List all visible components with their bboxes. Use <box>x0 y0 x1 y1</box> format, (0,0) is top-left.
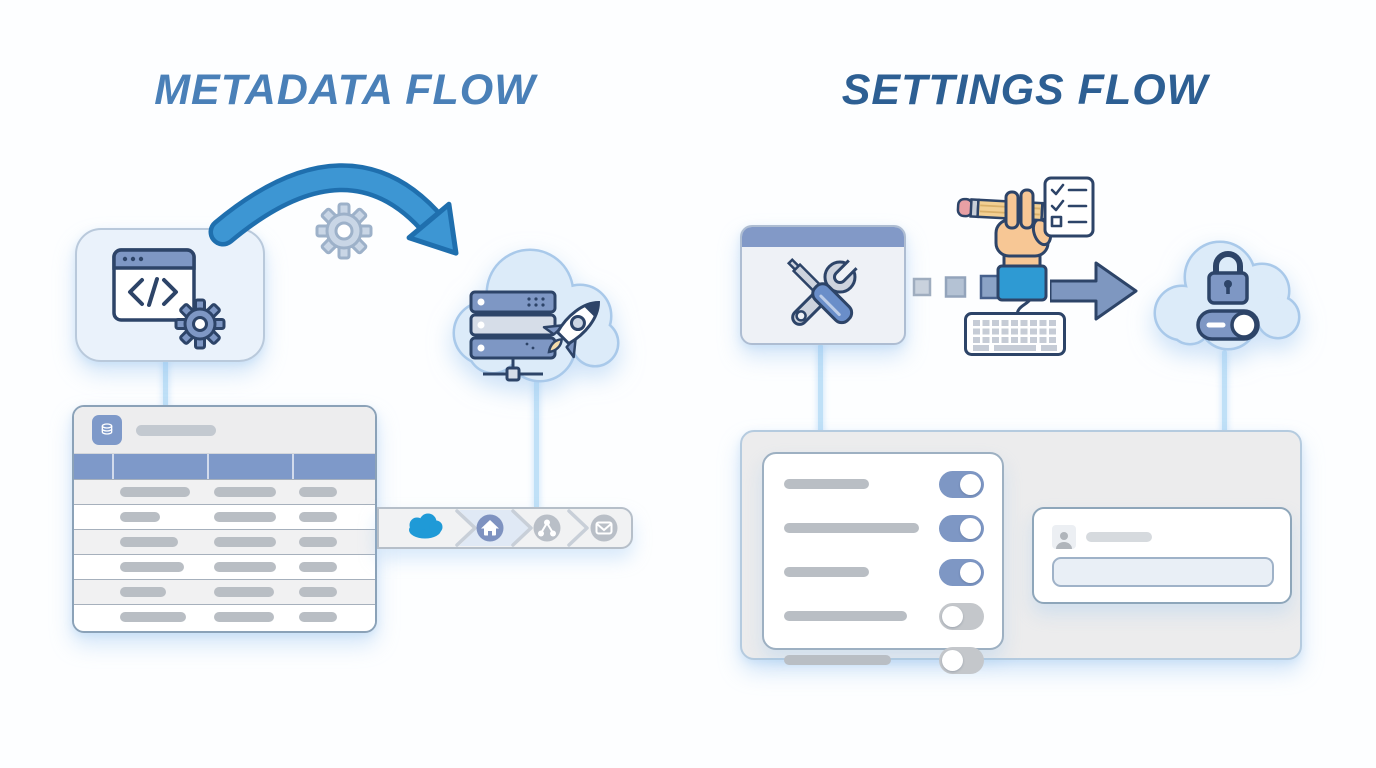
connector-card-to-table <box>163 360 168 408</box>
setting-label-placeholder <box>784 479 869 489</box>
gear-icon <box>174 298 226 350</box>
mail-icon[interactable] <box>590 514 618 542</box>
salesforce-cloud-icon[interactable] <box>409 513 443 539</box>
cell-placeholder <box>214 487 276 497</box>
tools-window-icon <box>786 257 858 326</box>
form-label-placeholder <box>1086 532 1152 542</box>
table-row <box>74 479 375 504</box>
cell-placeholder <box>214 612 274 622</box>
cell-placeholder <box>120 512 160 522</box>
cell-placeholder <box>214 587 274 597</box>
settings-toggle-card <box>762 452 1004 674</box>
home-icon[interactable] <box>476 514 504 542</box>
toggle-knob <box>942 649 963 671</box>
settings-panel <box>740 430 1302 674</box>
cell-placeholder <box>120 587 166 597</box>
database-icon <box>92 415 122 445</box>
cell-placeholder <box>214 562 276 572</box>
setting-row <box>784 470 984 498</box>
connector-tools-to-panel <box>818 344 823 434</box>
toggle-knob <box>960 473 981 495</box>
share-icon[interactable] <box>533 514 561 542</box>
settings-form-card <box>1032 507 1292 604</box>
toggle-switch[interactable] <box>939 470 984 498</box>
setting-label-placeholder <box>784 655 891 665</box>
metadata-flow-title: METADATA FLOW <box>154 66 536 114</box>
deploy-cloud <box>452 248 620 383</box>
settings-toggle-list <box>764 470 1002 674</box>
settings-cloud <box>1153 240 1301 351</box>
setting-row <box>784 646 984 674</box>
cell-placeholder <box>120 487 190 497</box>
screwdriver-icon <box>786 257 854 325</box>
setting-row <box>784 602 984 630</box>
cell-placeholder <box>120 562 184 572</box>
rocket-icon <box>542 301 600 359</box>
cell-placeholder <box>120 537 178 547</box>
cell-placeholder <box>299 487 337 497</box>
process-gear-icon <box>315 202 373 260</box>
keyboard-icon <box>964 312 1066 356</box>
table-row <box>74 529 375 554</box>
connector-cloud-to-pipeline <box>534 378 539 510</box>
curved-arrow-icon <box>208 163 459 256</box>
dashed-block-arrow-icon <box>1050 261 1138 321</box>
window-titlebar <box>742 227 904 247</box>
settings-flow-title: SETTINGS FLOW <box>841 66 1209 114</box>
table-row <box>74 604 375 629</box>
settings-input[interactable] <box>1052 557 1274 587</box>
lock-icon <box>1207 251 1249 305</box>
toggle-switch[interactable] <box>939 646 984 674</box>
cell-placeholder <box>299 612 337 622</box>
cell-placeholder <box>299 537 337 547</box>
table-row <box>74 504 375 529</box>
cell-placeholder <box>299 562 337 572</box>
table-toolbar <box>74 407 375 454</box>
toggle-switch[interactable] <box>939 602 984 630</box>
table-row <box>74 554 375 579</box>
sleeve-cuff <box>996 264 1048 302</box>
setting-label-placeholder <box>784 523 919 533</box>
connector-cloud-to-panel <box>1222 350 1227 434</box>
pipeline-bar <box>377 507 633 549</box>
table-title-placeholder <box>136 424 216 436</box>
cell-placeholder <box>299 512 337 522</box>
toggle-knob <box>960 561 981 583</box>
setting-label-placeholder <box>784 567 869 577</box>
code-window-gear-icon <box>112 248 226 350</box>
toggle-on-icon[interactable] <box>1196 309 1260 341</box>
cell-placeholder <box>214 512 276 522</box>
toggle-knob <box>960 517 981 539</box>
server-stack-icon <box>469 290 557 382</box>
hand-pencil-icon <box>956 188 1060 302</box>
setting-row <box>784 514 984 542</box>
toggle-switch[interactable] <box>939 558 984 586</box>
checklist-icon <box>1043 176 1095 238</box>
cell-placeholder <box>299 587 337 597</box>
toggle-switch[interactable] <box>939 514 984 542</box>
setting-row <box>784 558 984 586</box>
cell-placeholder <box>120 612 186 622</box>
metadata-table <box>72 405 377 633</box>
toggle-knob <box>942 605 963 627</box>
setting-label-placeholder <box>784 611 907 621</box>
user-icon <box>1052 525 1076 549</box>
cell-placeholder <box>214 537 276 547</box>
table-header-row <box>74 454 375 479</box>
metadata-table-rows <box>74 479 375 629</box>
table-row <box>74 579 375 604</box>
